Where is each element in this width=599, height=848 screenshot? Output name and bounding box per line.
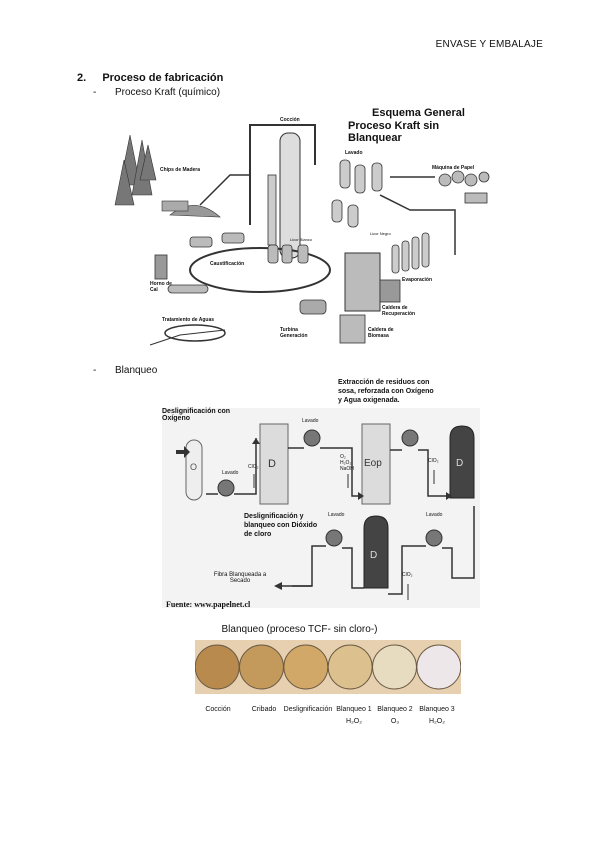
sample-disc: [239, 644, 284, 690]
label-turbina: Turbina Generación: [280, 327, 308, 339]
label-caldera-biomasa: Caldera de Biomasa: [368, 327, 394, 339]
kraft-diagram-graphic: [110, 105, 495, 357]
sample-disc: [327, 644, 373, 690]
tank-d2-label: D: [456, 458, 464, 469]
kraft-title-1: Esquema General: [372, 107, 465, 119]
sample-label: Blanqueo 1: [336, 706, 372, 713]
tank-d3-label: D: [370, 550, 378, 561]
label-clo2-2: ClO₂: [428, 458, 439, 464]
label-licor-blanco: Licor Blanco: [290, 237, 313, 242]
page-header: ENVASE Y EMBALAJE: [435, 39, 543, 50]
label-tratamiento: Tratamiento de Aguas: [162, 317, 215, 323]
bleaching-diagram: Deslignificación con Oxígeno Extracción …: [162, 378, 480, 614]
label-licor-negro: Licor Negro: [370, 231, 391, 236]
sample-disc: [416, 644, 462, 690]
bullet-blanqueo: -Blanqueo: [93, 365, 158, 376]
label-deslig-cloro: Deslignificación y blanqueo con Dióxido …: [244, 513, 318, 538]
sample-disc: [194, 644, 240, 690]
label-chips: Chips de Madera: [160, 167, 201, 173]
kraft-title-2: Proceso Kraft sin Blanquear: [348, 120, 440, 144]
tank-d1-label: D: [268, 458, 276, 470]
tank-eop-label: Eop: [364, 458, 382, 469]
sample-disc: [372, 644, 417, 690]
sample-sub-label: O₃: [390, 718, 400, 725]
label-coccion: Cocción: [280, 117, 300, 123]
label-lavado-1: Lavado: [302, 418, 319, 424]
section-heading: 2. Proceso de fabricación: [77, 72, 223, 84]
label-extraccion: Extracción de residuos con sosa, reforza…: [338, 379, 434, 404]
sample-disc: [283, 644, 329, 690]
bleaching-diagram-graphic: [162, 408, 480, 608]
sample-sub-label: H₂O₂: [429, 718, 445, 725]
sample-label: Blanqueo 3: [419, 706, 455, 713]
label-lavado-4: Lavado: [426, 512, 443, 518]
label-deslig-oxigeno: Deslignificación con Oxígeno: [162, 408, 231, 422]
sample-sub-label: H₂O₂: [346, 718, 362, 725]
bullet-blanqueo-text: Blanqueo: [115, 365, 158, 376]
sample-label: Cocción: [205, 706, 231, 713]
tcf-caption: Blanqueo (proceso TCF- sin cloro-): [221, 624, 378, 635]
tcf-samples-strip: [194, 640, 462, 694]
label-evaporacion: Evaporación: [402, 277, 433, 283]
tank-o-label: O: [190, 462, 198, 472]
bullet-kraft: -Proceso Kraft (químico): [93, 87, 221, 98]
section-title: Proceso de fabricación: [102, 72, 224, 84]
label-lavado-2: Lavado: [222, 470, 239, 476]
label-lavado: Lavado: [345, 150, 363, 156]
label-fibra: Fibra Blanqueada a Secado: [213, 572, 267, 584]
label-caldera-recuperacion: Caldera de Recuperación: [382, 305, 416, 317]
section-number: 2.: [77, 72, 87, 84]
sample-label: Deslignificación: [283, 706, 333, 713]
kraft-process-diagram: Esquema General Proceso Kraft sin Blanqu…: [110, 105, 495, 357]
label-chemicals: O₂ H₂O₂ NaOH: [340, 454, 354, 472]
label-fuente: Fuente: www.papelnet.cl: [166, 600, 251, 609]
tcf-samples-graphic: [194, 644, 462, 690]
bullet-kraft-text: Proceso Kraft (químico): [115, 87, 221, 98]
sample-label: Blanqueo 2: [377, 706, 413, 713]
sample-label: Cribado: [251, 706, 277, 713]
label-clo2-1: ClO₂: [248, 464, 259, 470]
label-maquina: Máquina de Papel: [432, 165, 475, 171]
label-caustificacion: Caustificación: [210, 261, 245, 267]
label-horno: Horno de Cal: [150, 281, 172, 293]
label-clo2-3: ClO₂: [402, 572, 413, 578]
label-lavado-3: Lavado: [328, 512, 345, 518]
